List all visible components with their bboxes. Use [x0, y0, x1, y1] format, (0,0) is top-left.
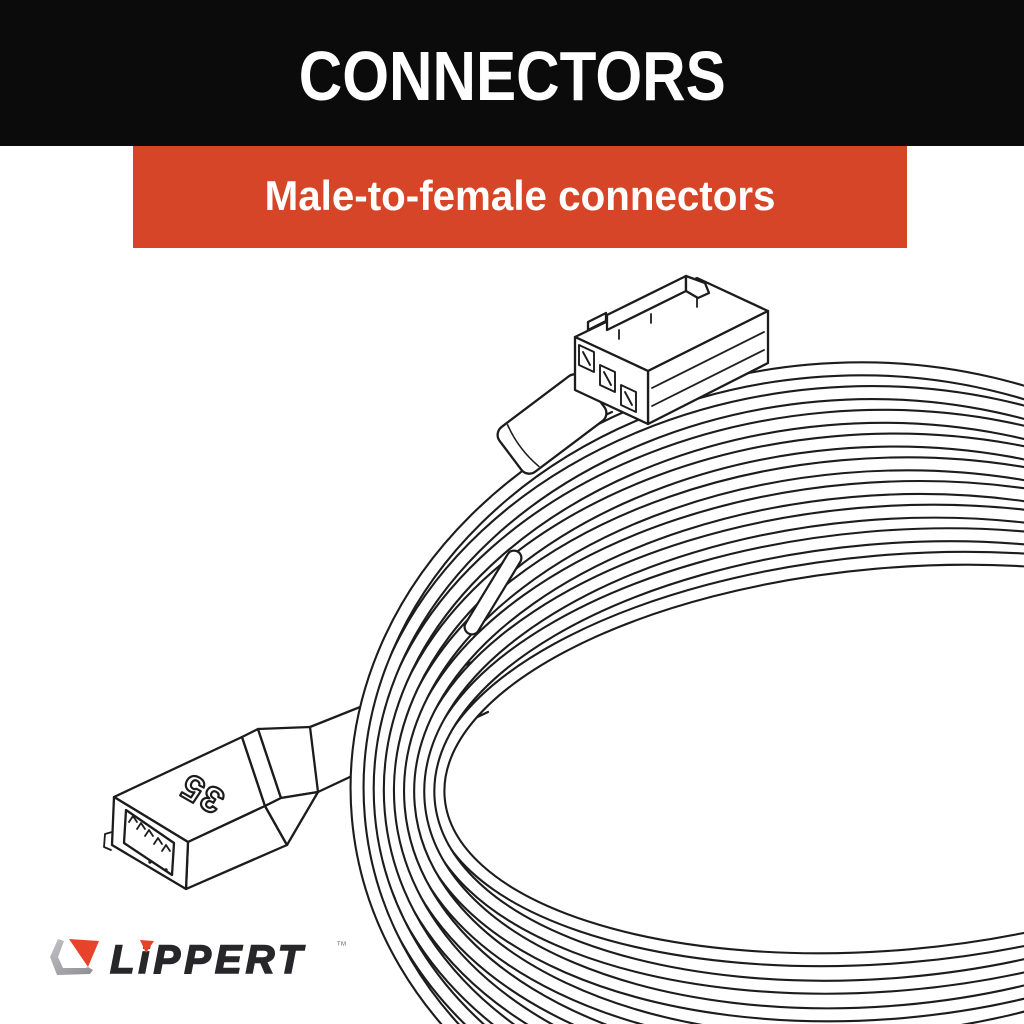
i-dot-red-tittle	[140, 940, 154, 953]
latch-clip	[586, 274, 711, 340]
mark-red-triangle	[69, 939, 99, 967]
brand-wordmark: LiPPERT	[110, 938, 306, 982]
female-connector-drawing	[573, 274, 770, 426]
header-banner: CONNECTORS	[0, 0, 1024, 146]
page-title: CONNECTORS	[298, 37, 726, 115]
lippert-logo: LiPPERT ™	[50, 937, 347, 983]
trademark-symbol: ™	[336, 940, 347, 952]
cable-end-tip	[463, 549, 523, 636]
cable-loop	[349, 361, 1024, 1024]
cable-coil-drawing	[349, 361, 1024, 1024]
cable-sleeve	[496, 373, 608, 475]
socket-openings	[578, 344, 637, 413]
subtitle-label: Male-to-female connectors	[264, 172, 776, 219]
lippert-mark-icon	[50, 939, 99, 975]
subtitle-banner: Male-to-female connectors	[133, 146, 907, 248]
pin-contacts	[128, 815, 171, 852]
